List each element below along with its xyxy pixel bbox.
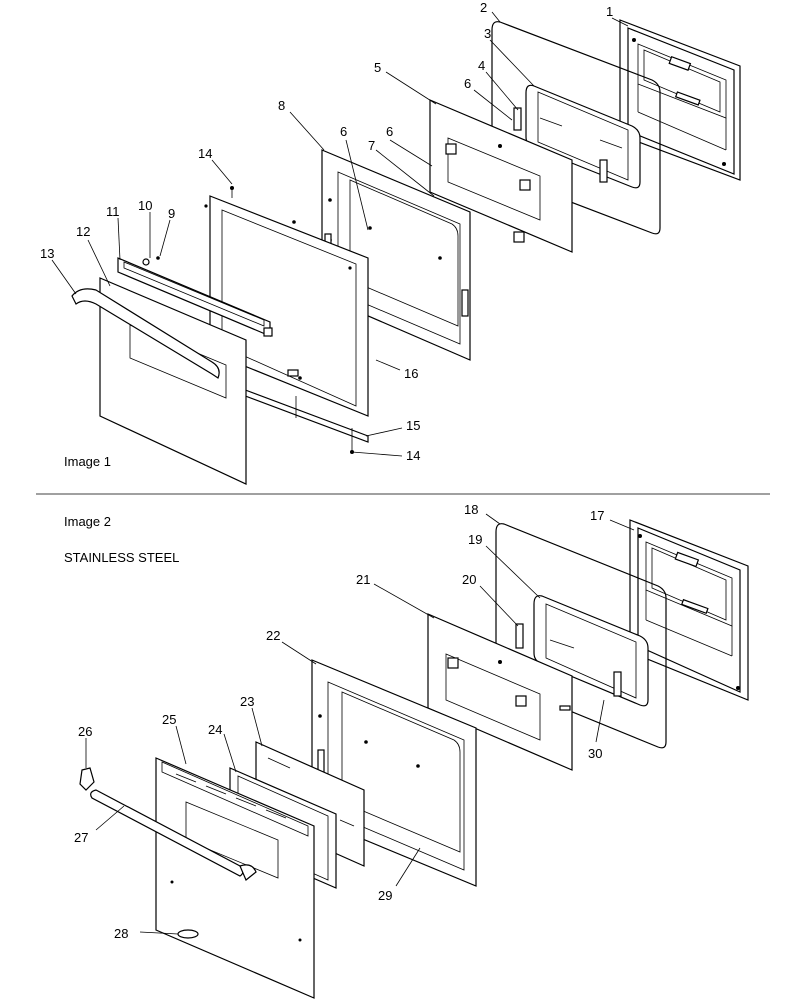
part-10-screw: [142, 258, 150, 266]
part-3-window-glass: [525, 84, 641, 189]
callout-9: 9: [168, 206, 175, 221]
callout-17: 17: [590, 508, 604, 523]
image-2-assembly: Image 2 STAINLESS STEEL: [64, 502, 749, 999]
part-9-screw: [156, 256, 160, 260]
part-4-bracket: [513, 107, 522, 131]
callout-26: 26: [78, 724, 92, 739]
caption-stainless-steel: STAINLESS STEEL: [64, 550, 179, 565]
part-25-outer-door: [155, 757, 315, 999]
callout-16: 16: [404, 366, 418, 381]
callout-23: 23: [240, 694, 254, 709]
callout-21: 21: [356, 572, 370, 587]
callout-18: 18: [464, 502, 478, 517]
part-13-handle: [71, 288, 220, 379]
callout-10: 10: [138, 198, 152, 213]
callout-14-bottom: 14: [406, 448, 420, 463]
callout-6c: 6: [386, 124, 393, 139]
part-6-bracket-rear: [599, 159, 608, 183]
callout-14-top: 14: [198, 146, 212, 161]
callout-25: 25: [162, 712, 176, 727]
callout-28: 28: [114, 926, 128, 941]
callout-1: 1: [606, 4, 613, 19]
callout-29: 29: [378, 888, 392, 903]
part-28-badge: [177, 929, 199, 939]
callout-20: 20: [462, 572, 476, 587]
part-20-bracket: [515, 623, 524, 649]
callout-6a: 6: [464, 76, 471, 91]
caption-image-1: Image 1: [64, 454, 111, 469]
part-26-end-cap: [79, 767, 95, 791]
part-5-panel: [429, 99, 573, 253]
callout-27: 27: [74, 830, 88, 845]
callout-6b: 6: [340, 124, 347, 139]
part-30-bracket: [613, 671, 622, 697]
image-1-assembly: 1 2 3 4 5 6 8 6 6 7 14 10 9 11 12 13 16 …: [40, 0, 741, 485]
part-12-outer-door: [99, 277, 247, 485]
image-2-leaders: [85, 513, 635, 935]
part-1-rear-frame: [619, 19, 741, 181]
caption-image-2: Image 2: [64, 514, 111, 529]
callout-8: 8: [278, 98, 285, 113]
callout-7: 7: [368, 138, 375, 153]
callout-24: 24: [208, 722, 222, 737]
part-27-handle-rod: [90, 789, 257, 881]
part-2-gasket: [491, 21, 661, 235]
part-18-gasket: [495, 523, 667, 749]
part-21-panel: [427, 613, 573, 771]
part-17-rear-frame: [629, 519, 749, 701]
part-11-top-trim: [117, 257, 273, 337]
callout-19: 19: [468, 532, 482, 547]
image-1-leaders: [51, 11, 629, 457]
callout-5: 5: [374, 60, 381, 75]
callout-22: 22: [266, 628, 280, 643]
callout-30: 30: [588, 746, 602, 761]
callout-3: 3: [484, 26, 491, 41]
callout-13: 13: [40, 246, 54, 261]
callout-15: 15: [406, 418, 420, 433]
callout-12: 12: [76, 224, 90, 239]
callout-4: 4: [478, 58, 485, 73]
callout-11: 11: [106, 204, 120, 219]
callout-2: 2: [480, 0, 487, 15]
